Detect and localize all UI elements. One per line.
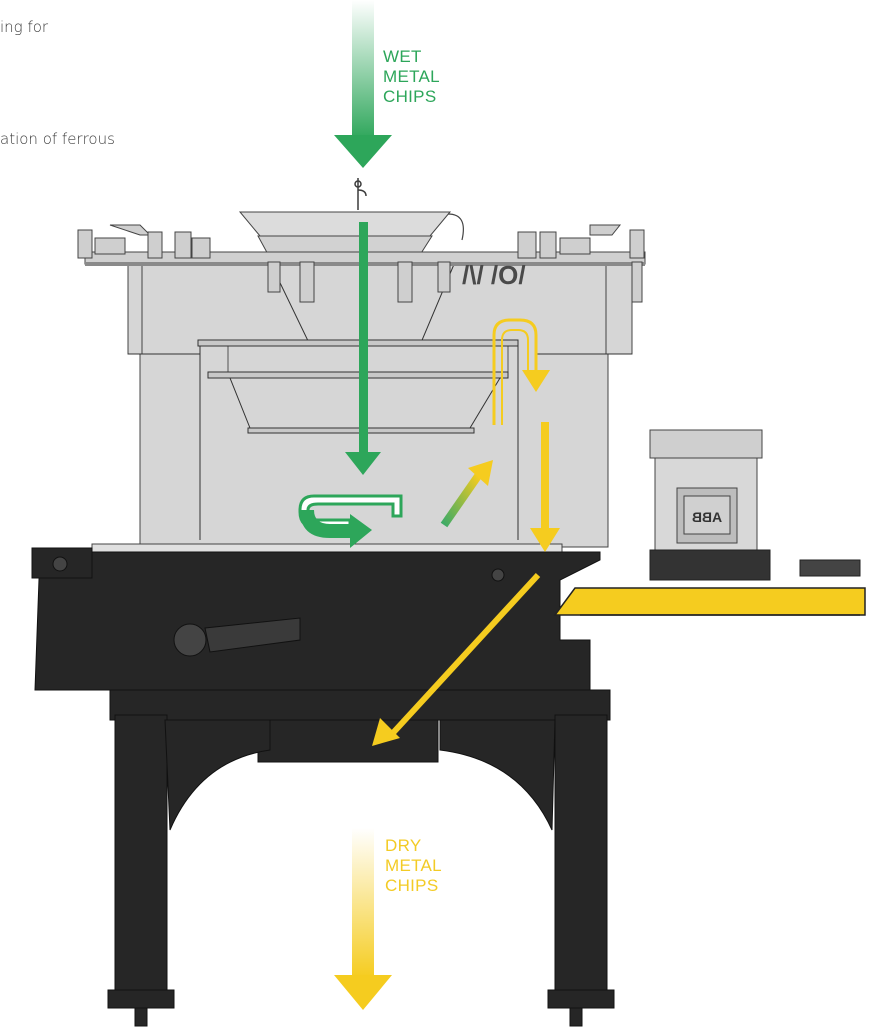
discharge-chute: [553, 587, 866, 616]
dry-chips-flow: [372, 318, 560, 746]
dry-label-line-1: DRY: [385, 836, 422, 855]
drive-motor: ABB: [649, 429, 861, 581]
dry-label-line-2: METAL: [385, 856, 442, 875]
intro-text-line-1: ing for: [0, 18, 49, 36]
machine-base: [31, 547, 615, 1027]
wet-label-line-1: WET: [383, 47, 422, 66]
wet-chips-input-arrow: [334, 0, 392, 168]
wet-label-line-3: CHIPS: [383, 87, 437, 106]
wet-metal-chips-label: WET METAL CHIPS: [383, 47, 440, 107]
dry-chips-output-arrow: [334, 828, 392, 1010]
dry-metal-chips-label: DRY METAL CHIPS: [385, 836, 442, 896]
hopper-hanger: [354, 178, 367, 210]
feed-hopper: [238, 211, 464, 259]
spin-transition-arrow: [440, 460, 493, 528]
lid-marking: /\/ /O/: [462, 260, 526, 290]
dry-label-line-3: CHIPS: [385, 876, 439, 895]
wet-label-line-2: METAL: [383, 67, 440, 86]
motor-badge: ABB: [692, 509, 722, 525]
wet-chips-flow: [298, 222, 403, 548]
intro-text-line-2: ation of ferrous: [0, 130, 115, 148]
